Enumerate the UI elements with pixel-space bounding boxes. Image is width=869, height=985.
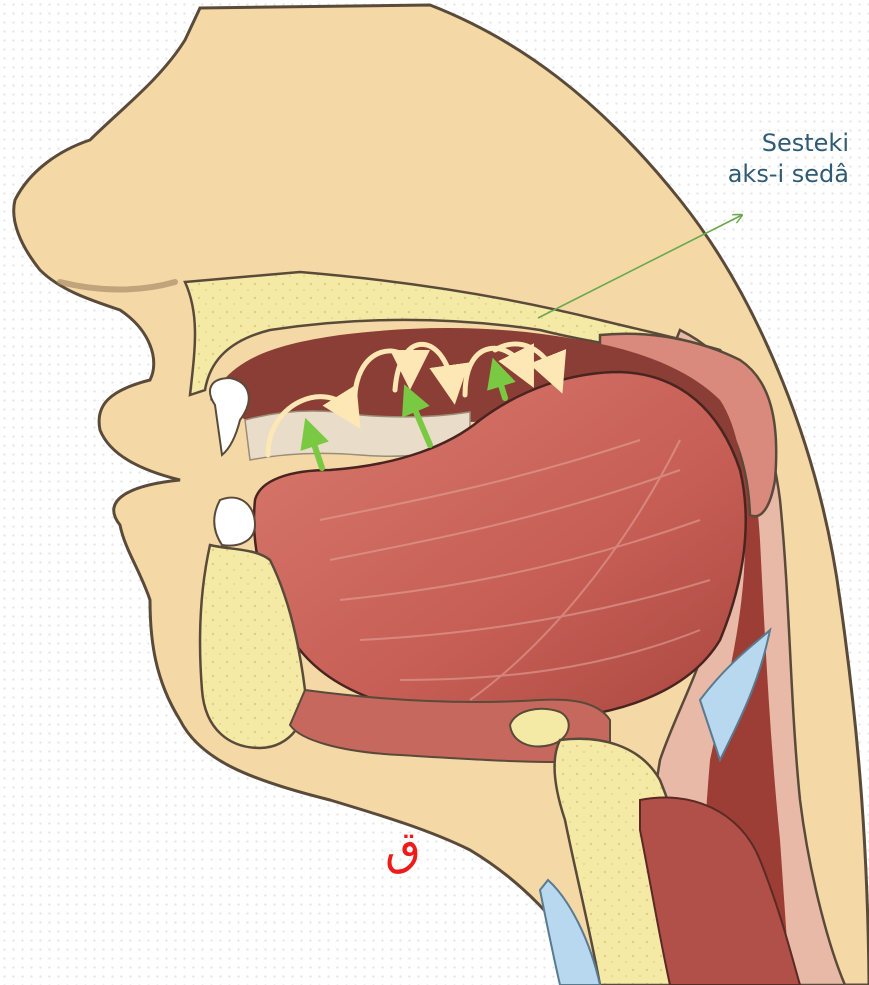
callout-line-1: Sesteki	[659, 128, 849, 159]
arabic-letter-qaf: ق	[378, 818, 428, 878]
callout-line-2: aks-i sedâ	[659, 159, 849, 190]
lower-teeth	[214, 498, 255, 546]
echo-callout-label: Sesteki aks-i sedâ	[659, 128, 849, 190]
